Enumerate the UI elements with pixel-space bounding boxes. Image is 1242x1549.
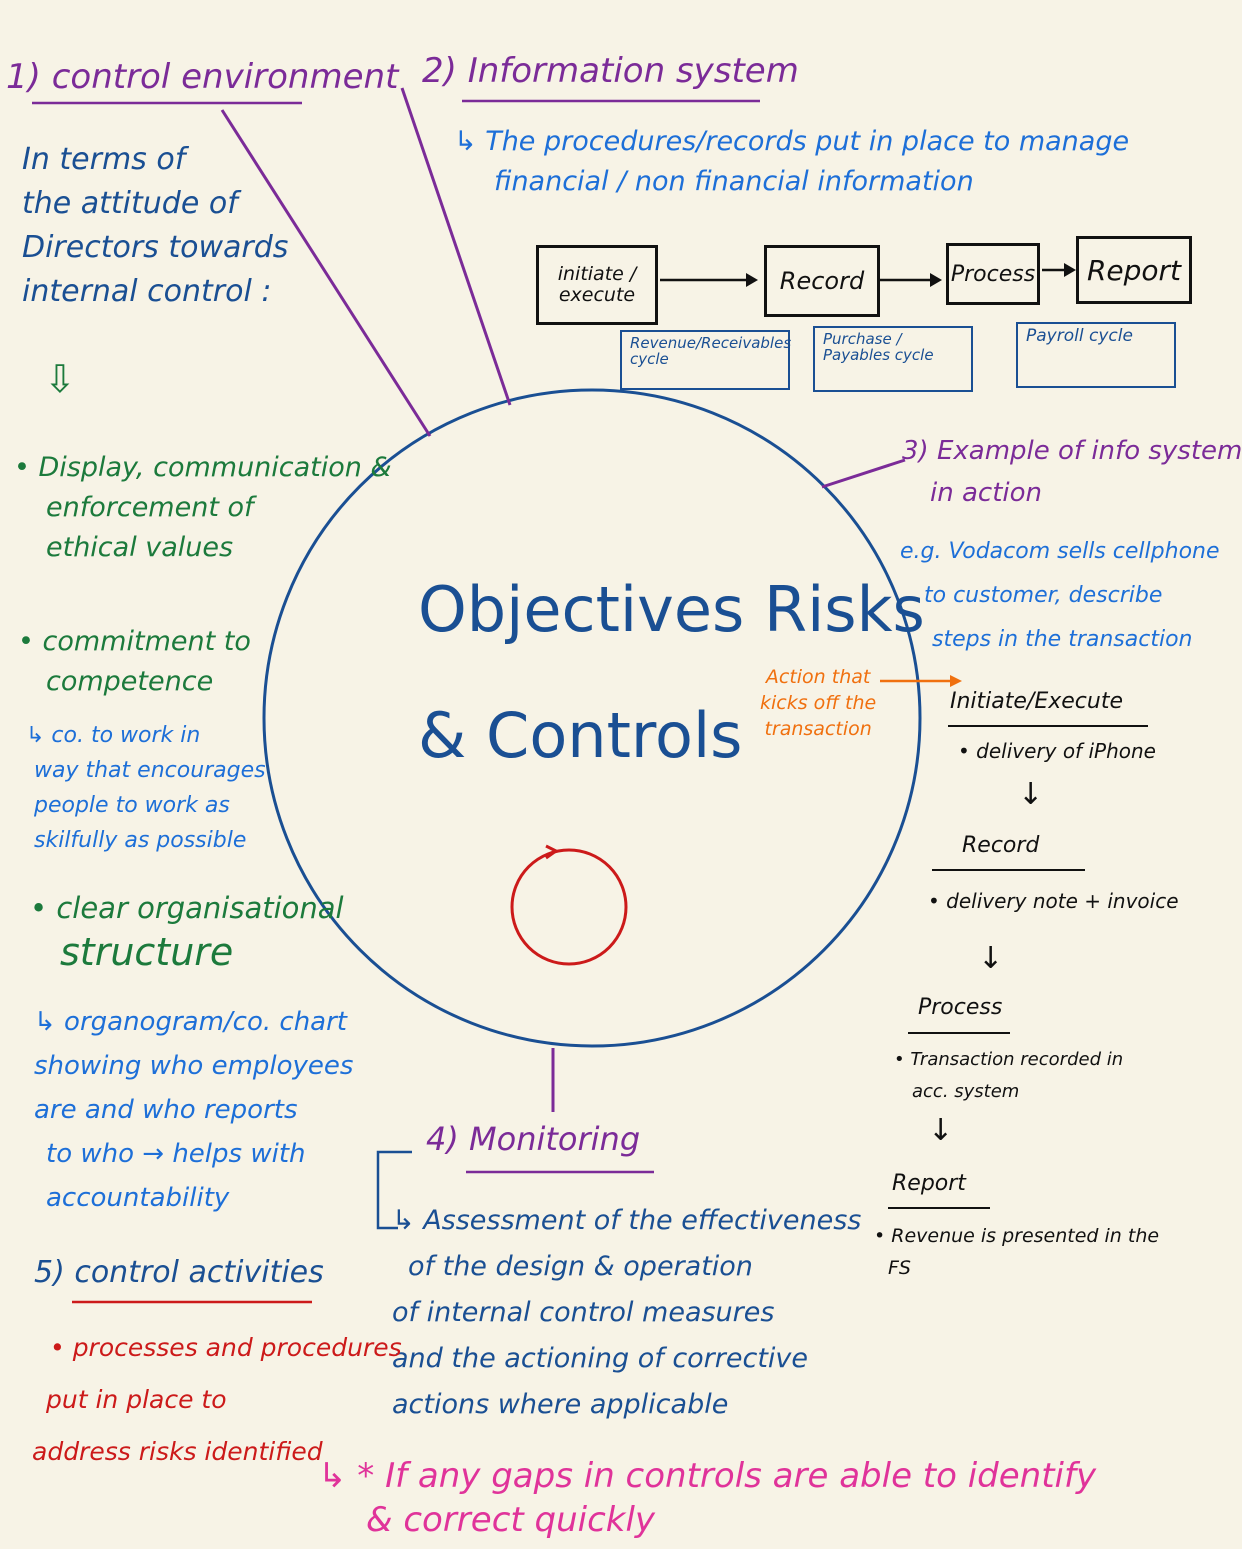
detail-line: • Transaction recorded in — [894, 1049, 1124, 1070]
connector-information-system — [400, 87, 512, 406]
flow-arrowhead-3 — [1064, 263, 1076, 277]
diagram-lines — [32, 87, 1148, 1304]
purchase-cycle-box: Purchase / Payables cycle — [813, 326, 973, 392]
down-arrow-icon: ⇩ — [44, 357, 76, 401]
step-record-title: Record — [962, 833, 1040, 858]
down-arrow-icon: ↓ — [1018, 777, 1044, 812]
example-line: steps in the transaction — [932, 627, 1193, 652]
note-line: transaction — [764, 718, 872, 740]
connector-control-environment — [220, 109, 432, 437]
point-line: enforcement of — [46, 492, 254, 523]
monitoring-line: and the actioning of corrective — [392, 1343, 809, 1374]
step-record-detail: • delivery note + invoice — [928, 889, 1179, 913]
description-line: ↳ The procedures/records put in place to… — [454, 126, 1130, 157]
activities-line: put in place to — [46, 1385, 227, 1414]
detail-line: acc. system — [912, 1081, 1020, 1102]
example-heading: 3) Example of info system in action — [902, 430, 1242, 514]
center-title-line2: & Controls — [418, 699, 743, 772]
point-line: competence — [46, 666, 214, 697]
step-report-title: Report — [892, 1171, 966, 1196]
revenue-cycle-box: Revenue/Receivables cycle — [620, 330, 791, 390]
ethical-values-point: • Display, communication & enforcement o… — [14, 448, 392, 568]
organogram-note: ↳ organogram/co. chart showing who emplo… — [34, 1000, 353, 1220]
control-activities-text: • processes and procedures put in place … — [32, 1322, 402, 1478]
note-line: are and who reports — [34, 1095, 298, 1125]
detail-line: • Revenue is presented in the — [874, 1225, 1160, 1247]
down-arrow-icon: ↓ — [978, 941, 1004, 976]
step-process-detail: • Transaction recorded in acc. system — [894, 1044, 1123, 1108]
point-line: • Display, communication & — [14, 452, 392, 483]
monitoring-bracket — [376, 1150, 412, 1230]
center-title-line1: Objectives Risks — [418, 573, 925, 646]
intro-line: the attitude of — [22, 186, 238, 221]
note-line: ↳ organogram/co. chart — [34, 1007, 348, 1037]
down-arrow-icon: ↓ — [928, 1113, 954, 1148]
note-line: people to work as — [34, 793, 230, 818]
description-line: financial / non financial information — [494, 166, 974, 197]
intro-line: Directors towards — [22, 230, 289, 265]
flow-box-process: Process — [946, 243, 1040, 305]
note-line: showing who employees — [34, 1051, 354, 1081]
step-process-title: Process — [918, 995, 1003, 1020]
note-line: kicks off the — [760, 692, 877, 714]
main-circle — [262, 388, 922, 1048]
activities-line: • processes and procedures — [50, 1333, 402, 1362]
point-line: • clear organisational — [30, 891, 344, 925]
point-line: structure — [60, 930, 234, 974]
loop-arrow-icon — [545, 844, 559, 860]
step-report-detail: • Revenue is presented in the FS — [874, 1220, 1159, 1284]
step-initiate-title: Initiate/Execute — [950, 689, 1123, 714]
detail-line: FS — [888, 1257, 911, 1279]
activities-line: address risks identified — [32, 1437, 323, 1466]
competence-point: • commitment to competence — [18, 622, 251, 702]
example-line: to customer, describe — [924, 583, 1163, 608]
intro-line: internal control : — [22, 274, 272, 309]
note-line: skilfully as possible — [34, 828, 247, 853]
note-line: accountability — [46, 1183, 230, 1213]
flow-box-report: Report — [1076, 236, 1192, 304]
orange-arrowhead — [950, 675, 962, 687]
intro-line: In terms of — [22, 142, 186, 177]
flow-arrowhead-2 — [930, 273, 942, 287]
point-line: ethical values — [46, 532, 234, 563]
cycle-loop-icon — [510, 848, 628, 966]
example-description: e.g. Vodacom sells cellphone to customer… — [900, 530, 1220, 662]
information-system-heading: 2) Information system — [422, 51, 799, 91]
monitoring-text: ↳ Assessment of the effectiveness of the… — [392, 1198, 861, 1428]
example-line: e.g. Vodacom sells cellphone — [900, 539, 1220, 564]
monitoring-heading: 4) Monitoring — [426, 1120, 641, 1158]
flow-box-initiate: initiate / execute — [536, 245, 658, 325]
competence-note: ↳ co. to work in way that encourages peo… — [26, 718, 266, 858]
control-activities-heading: 5) control activities — [34, 1255, 324, 1290]
monitoring-line: of the design & operation — [408, 1251, 753, 1282]
control-environment-intro: In terms of the attitude of Directors to… — [22, 138, 288, 314]
note-line: way that encourages — [34, 758, 266, 783]
monitoring-line: ↳ Assessment of the effectiveness — [392, 1205, 862, 1236]
pink-note-line: ↳ * If any gaps in controls are able to … — [318, 1456, 1097, 1496]
information-system-description: ↳ The procedures/records put in place to… — [454, 122, 1129, 202]
orange-note: Action that kicks off the transaction — [760, 664, 876, 742]
payroll-cycle-box: Payroll cycle — [1016, 322, 1176, 388]
note-line: ↳ co. to work in — [26, 723, 201, 748]
heading-line: 3) Example of info system — [902, 436, 1242, 466]
heading-line: in action — [930, 478, 1042, 508]
note-line: to who → helps with — [46, 1139, 306, 1169]
point-line: • commitment to — [18, 626, 251, 657]
monitoring-line: actions where applicable — [392, 1389, 729, 1420]
step-initiate-detail: • delivery of iPhone — [958, 739, 1156, 763]
flow-box-record: Record — [764, 245, 880, 317]
organisational-structure-point: • clear organisational structure — [30, 886, 344, 974]
pink-note: ↳ * If any gaps in controls are able to … — [318, 1454, 1096, 1542]
control-environment-heading: 1) control environment — [6, 57, 399, 97]
flow-arrowhead-1 — [746, 273, 758, 287]
connector-example — [821, 458, 906, 489]
pink-note-line: & correct quickly — [366, 1500, 656, 1540]
monitoring-line: of internal control measures — [392, 1297, 775, 1328]
note-line: Action that — [765, 666, 871, 688]
